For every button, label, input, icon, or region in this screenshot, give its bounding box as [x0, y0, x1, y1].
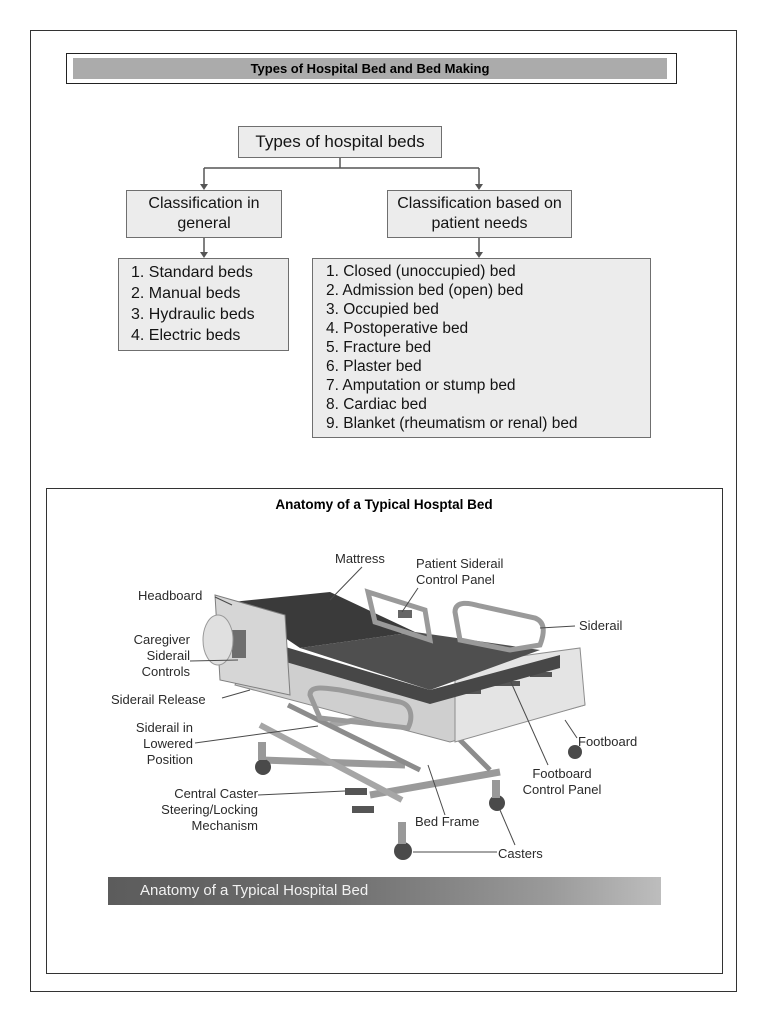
list-item: 6. Plaster bed — [326, 358, 422, 375]
list-item: 1. Closed (unoccupied) bed — [326, 263, 516, 280]
siderail-shape — [452, 600, 546, 653]
caption-bar: Anatomy of a Typical Hospital Bed — [108, 877, 661, 905]
label-patient-siderail-control-panel: Patient Siderail Control Panel — [416, 556, 504, 587]
label-footboard-control-panel: Footboard Control Panel — [522, 766, 602, 797]
label-mattress: Mattress — [335, 551, 385, 566]
caption-text: Anatomy of a Typical Hospital Bed — [140, 882, 369, 899]
list-item: 5. Fracture bed — [326, 339, 432, 356]
tree-root-node: Types of hospital beds — [238, 126, 442, 158]
label-caregiver-siderail-controls: Caregiver Siderail Controls — [133, 632, 190, 679]
mattress-foot — [262, 640, 560, 704]
hospital-bed-illustration — [189, 566, 586, 860]
label-siderail-lowered-position: Siderail in Lowered Position — [135, 720, 193, 767]
list-item: 2. Manual beds — [131, 285, 241, 302]
list-item: 8. Cardiac bed — [326, 396, 427, 413]
patient-needs-bed-list: 1. Closed (unoccupied) bed 2. Admission … — [312, 258, 651, 438]
list-item: 7. Amputation or stump bed — [326, 377, 516, 394]
anatomy-frame — [46, 488, 723, 974]
general-classification-node: Classification in general — [126, 190, 282, 238]
label-footboard: Footboard — [578, 734, 638, 749]
lowered-siderail — [307, 685, 414, 731]
label-bed-frame: Bed Frame — [415, 814, 480, 829]
footboard-shape — [454, 647, 586, 743]
label-central-caster-mechanism: Central Caster Steering/Locking Mechanis… — [161, 786, 258, 833]
mattress-back — [232, 592, 415, 648]
list-item: 1. Standard beds — [131, 264, 253, 281]
page-frame — [30, 30, 737, 992]
anatomy-title: Anatomy of a Typical Hosptal Bed — [275, 497, 493, 512]
page-title: Types of Hospital Bed and Bed Making — [73, 58, 667, 79]
header-box: Types of Hospital Bed and Bed Making — [66, 53, 677, 84]
patient-needs-classification-node: Classification based on patient needs — [387, 190, 572, 238]
label-headboard: Headboard — [138, 588, 203, 603]
list-item: 9. Blanket (rheumatism or renal) bed — [326, 415, 578, 432]
list-item: 3. Occupied bed — [326, 301, 439, 318]
list-item: 3. Hydraulic beds — [131, 306, 255, 323]
casters — [255, 742, 582, 860]
list-item: 2. Admission bed (open) bed — [326, 282, 524, 299]
list-item: 4. Electric beds — [131, 327, 241, 344]
label-casters: Casters — [498, 846, 543, 861]
label-siderail-release: Siderail Release — [111, 692, 206, 707]
general-bed-list: 1. Standard beds 2. Manual beds 3. Hydra… — [118, 258, 289, 351]
label-siderail: Siderail — [579, 618, 623, 633]
list-item: 4. Postoperative bed — [326, 320, 469, 337]
